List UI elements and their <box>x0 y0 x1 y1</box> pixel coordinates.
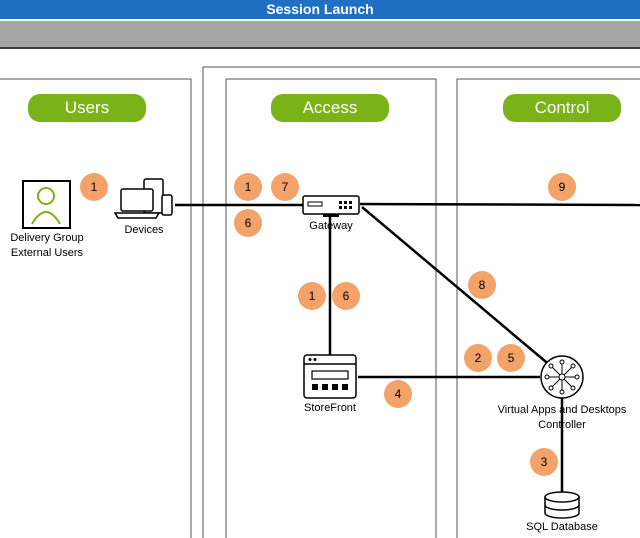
controller-icon <box>540 355 584 399</box>
step-badge: 1 <box>298 282 326 310</box>
step-badge: 5 <box>497 344 525 372</box>
outer-zone-frame <box>202 66 640 538</box>
storefront-icon <box>303 354 357 399</box>
step-badge: 9 <box>548 173 576 201</box>
step-badge: 6 <box>234 209 262 237</box>
zone-pill-control: Control <box>503 94 621 122</box>
sql-database-label: SQL Database <box>526 521 598 533</box>
link-gateway-external <box>359 202 640 207</box>
step-badge: 2 <box>464 344 492 372</box>
step-badge: 7 <box>271 173 299 201</box>
step-badge: 1 <box>80 173 108 201</box>
users-zone-frame <box>0 78 192 538</box>
link-gateway-controller <box>361 206 553 368</box>
step-badge: 3 <box>530 448 558 476</box>
zone-pill-access: Access <box>271 94 389 122</box>
database-icon <box>544 491 580 519</box>
step-badge: 1 <box>234 173 262 201</box>
gateway-icon <box>302 195 360 217</box>
access-zone-frame <box>225 78 437 538</box>
devices-icon <box>113 178 173 219</box>
control-zone-frame <box>456 78 640 538</box>
gateway-label: Gateway <box>309 220 353 232</box>
devices-label: Devices <box>124 224 164 236</box>
step-badge: 8 <box>468 271 496 299</box>
zone-frames <box>0 66 640 538</box>
storefront-label: StoreFront <box>304 402 356 414</box>
controller-label-line1: Virtual Apps and Desktops <box>497 404 627 416</box>
zone-pill-users: Users <box>28 94 146 122</box>
toolbar-strip <box>0 19 640 49</box>
step-badge: 6 <box>332 282 360 310</box>
step-badge: 4 <box>384 380 412 408</box>
connectors <box>175 202 640 492</box>
user-label-line1: Delivery Group <box>10 232 84 244</box>
controller-label-line2: Controller <box>538 419 586 431</box>
user-icon <box>22 180 71 229</box>
diagram-title: Session Launch <box>0 0 640 19</box>
user-label-line2: External Users <box>10 247 84 259</box>
